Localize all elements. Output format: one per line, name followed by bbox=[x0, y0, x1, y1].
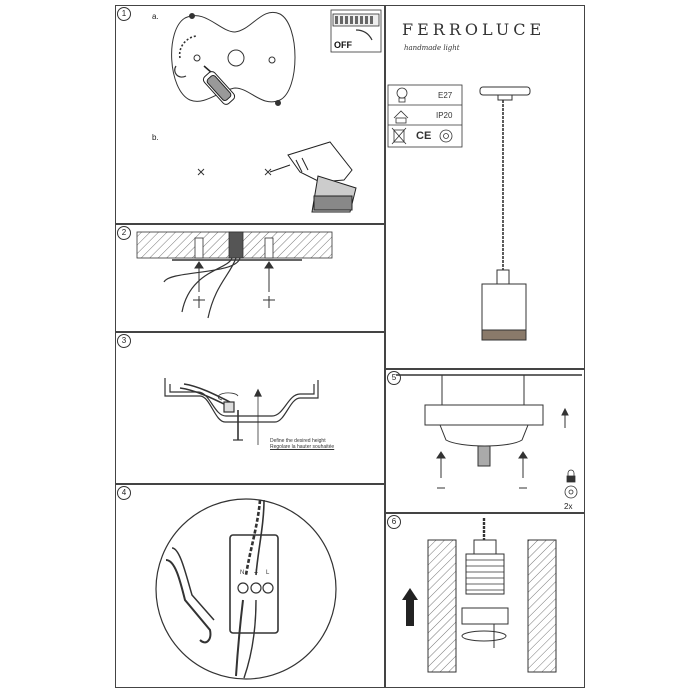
bulb-icon bbox=[396, 87, 408, 103]
spec-socket: E27 bbox=[438, 91, 453, 100]
wiring-detail-circle bbox=[155, 498, 337, 680]
power-drill-drawing bbox=[269, 141, 357, 213]
screw-anchor-drawings bbox=[193, 261, 275, 308]
step1-sub-a-label: a. bbox=[152, 12, 159, 21]
step1-sub-b-label: b. bbox=[152, 133, 159, 142]
pendant-lamp-drawing bbox=[479, 86, 531, 341]
step3-panel bbox=[115, 332, 385, 484]
product-panel bbox=[385, 5, 585, 369]
terminal-label-earth: ⏚ bbox=[253, 570, 260, 576]
step-3-number: 3 bbox=[117, 334, 131, 348]
terminal-label-live: L bbox=[266, 570, 270, 576]
spec-protection: IP20 bbox=[436, 111, 453, 120]
quantity-multiplier: 2x bbox=[564, 502, 573, 511]
shade-assembly-drawing bbox=[427, 518, 557, 673]
step-6-number: 6 bbox=[387, 515, 401, 529]
ceiling-wires-drawing bbox=[163, 257, 241, 319]
step5-panel bbox=[385, 369, 585, 513]
step1-panel bbox=[115, 5, 385, 224]
crossed-bin-icon bbox=[391, 127, 407, 145]
gear-icon bbox=[439, 129, 453, 143]
height-instruction-en: Define the desired height bbox=[270, 438, 326, 444]
canopy-plate-drawing bbox=[171, 11, 296, 106]
ce-mark-icon: CE bbox=[416, 130, 432, 142]
brand-tagline: handmade light bbox=[404, 44, 460, 52]
step2-panel bbox=[115, 224, 385, 332]
ceiling-section bbox=[136, 231, 333, 261]
canopy-side-view bbox=[164, 378, 319, 445]
canopy-mount-drawing bbox=[396, 374, 582, 489]
step-4-number: 4 bbox=[117, 486, 131, 500]
breaker-panel-icon bbox=[330, 9, 382, 53]
terminal-label-neutral: N bbox=[240, 570, 245, 576]
height-instruction-fr: Regolare la hauter souhaitée bbox=[270, 444, 335, 450]
step6-panel bbox=[385, 513, 585, 688]
padlock-icon bbox=[566, 469, 576, 483]
off-switch-label: OFF bbox=[334, 40, 352, 50]
step-1-number: 1 bbox=[117, 7, 131, 21]
arrow-up-icon bbox=[402, 588, 418, 626]
spec-box bbox=[387, 84, 463, 148]
brand-name: FERROLUCE bbox=[402, 20, 546, 39]
screwdriver-drawing bbox=[202, 65, 236, 105]
washer-icon bbox=[564, 485, 578, 499]
step-2-number: 2 bbox=[117, 226, 131, 240]
indoor-house-icon bbox=[393, 110, 409, 124]
step4-panel bbox=[115, 484, 385, 688]
drill-marks bbox=[197, 168, 272, 176]
